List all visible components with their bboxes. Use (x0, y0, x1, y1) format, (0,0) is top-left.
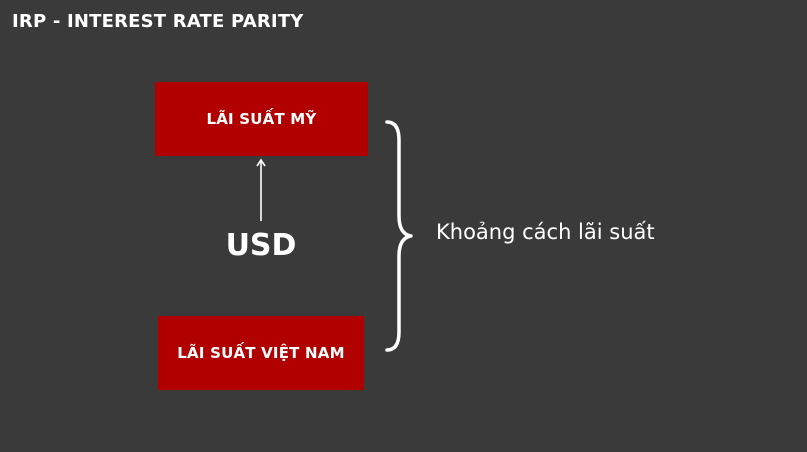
us-interest-rate-box: LÃI SUẤT MỸ (155, 82, 368, 156)
currency-label: USD (225, 228, 297, 263)
interest-rate-gap-label: Khoảng cách lãi suất (436, 220, 655, 244)
vn-interest-rate-label: LÃI SUẤT VIỆT NAM (177, 344, 345, 362)
us-interest-rate-label: LÃI SUẤT MỸ (206, 110, 317, 128)
right-curly-brace-icon (385, 120, 413, 352)
arrow-up-icon (256, 158, 266, 221)
page-title: IRP - INTEREST RATE PARITY (12, 11, 304, 32)
vn-interest-rate-box: LÃI SUẤT VIỆT NAM (158, 316, 364, 390)
